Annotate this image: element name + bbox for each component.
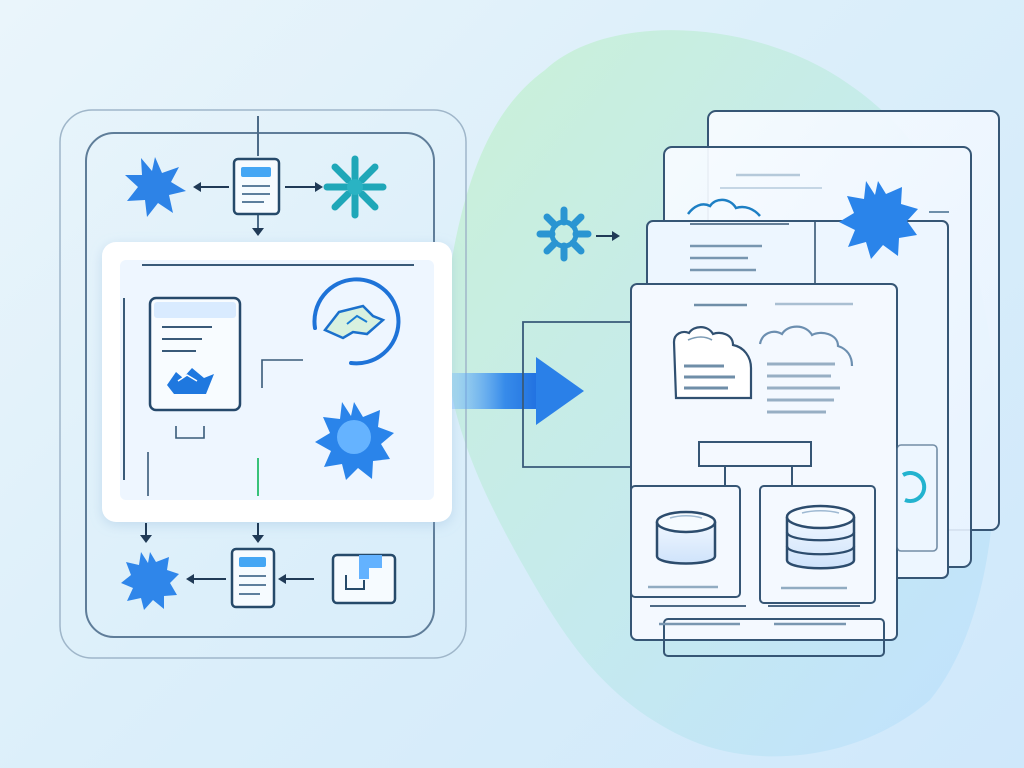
gear-icon: [839, 181, 918, 259]
cloud-icon: [672, 326, 753, 400]
top-down-arrowhead: [252, 228, 264, 236]
bottom-row-left-arrowhead: [186, 574, 194, 584]
gear-icon: [125, 157, 186, 217]
panel-connector-bottom: [175, 426, 205, 439]
database-icon: [655, 510, 717, 565]
document-icon: [232, 157, 281, 216]
bottom-left-arrowhead: [140, 535, 152, 543]
gear-to-stack-arrowhead: [612, 231, 620, 241]
side-status-ring: [901, 471, 927, 503]
top-row-right-arrowhead: [315, 182, 323, 192]
document-icon: [331, 553, 397, 605]
top-row-left-arrowhead: [193, 182, 201, 192]
gear-icon: [536, 206, 592, 262]
stack-bottom-tray: [663, 618, 885, 657]
gear-icon: [323, 155, 387, 219]
bottom-center-arrowhead: [252, 535, 264, 543]
gear-icon: [121, 552, 179, 610]
document-icon: [148, 296, 242, 412]
cloud-icon: [687, 198, 761, 217]
gear-icon: [315, 402, 394, 480]
chart-icon: [312, 277, 401, 366]
arrow-right-icon: [452, 357, 584, 425]
bottom-row-right-arrowhead: [278, 574, 286, 584]
panel-connector-left: [261, 359, 303, 388]
document-icon: [230, 547, 276, 609]
database-icon: [785, 504, 856, 570]
cloud-icon: [758, 325, 854, 367]
tree-connector-box: [698, 441, 812, 467]
flow-bracket-top: [522, 321, 633, 468]
